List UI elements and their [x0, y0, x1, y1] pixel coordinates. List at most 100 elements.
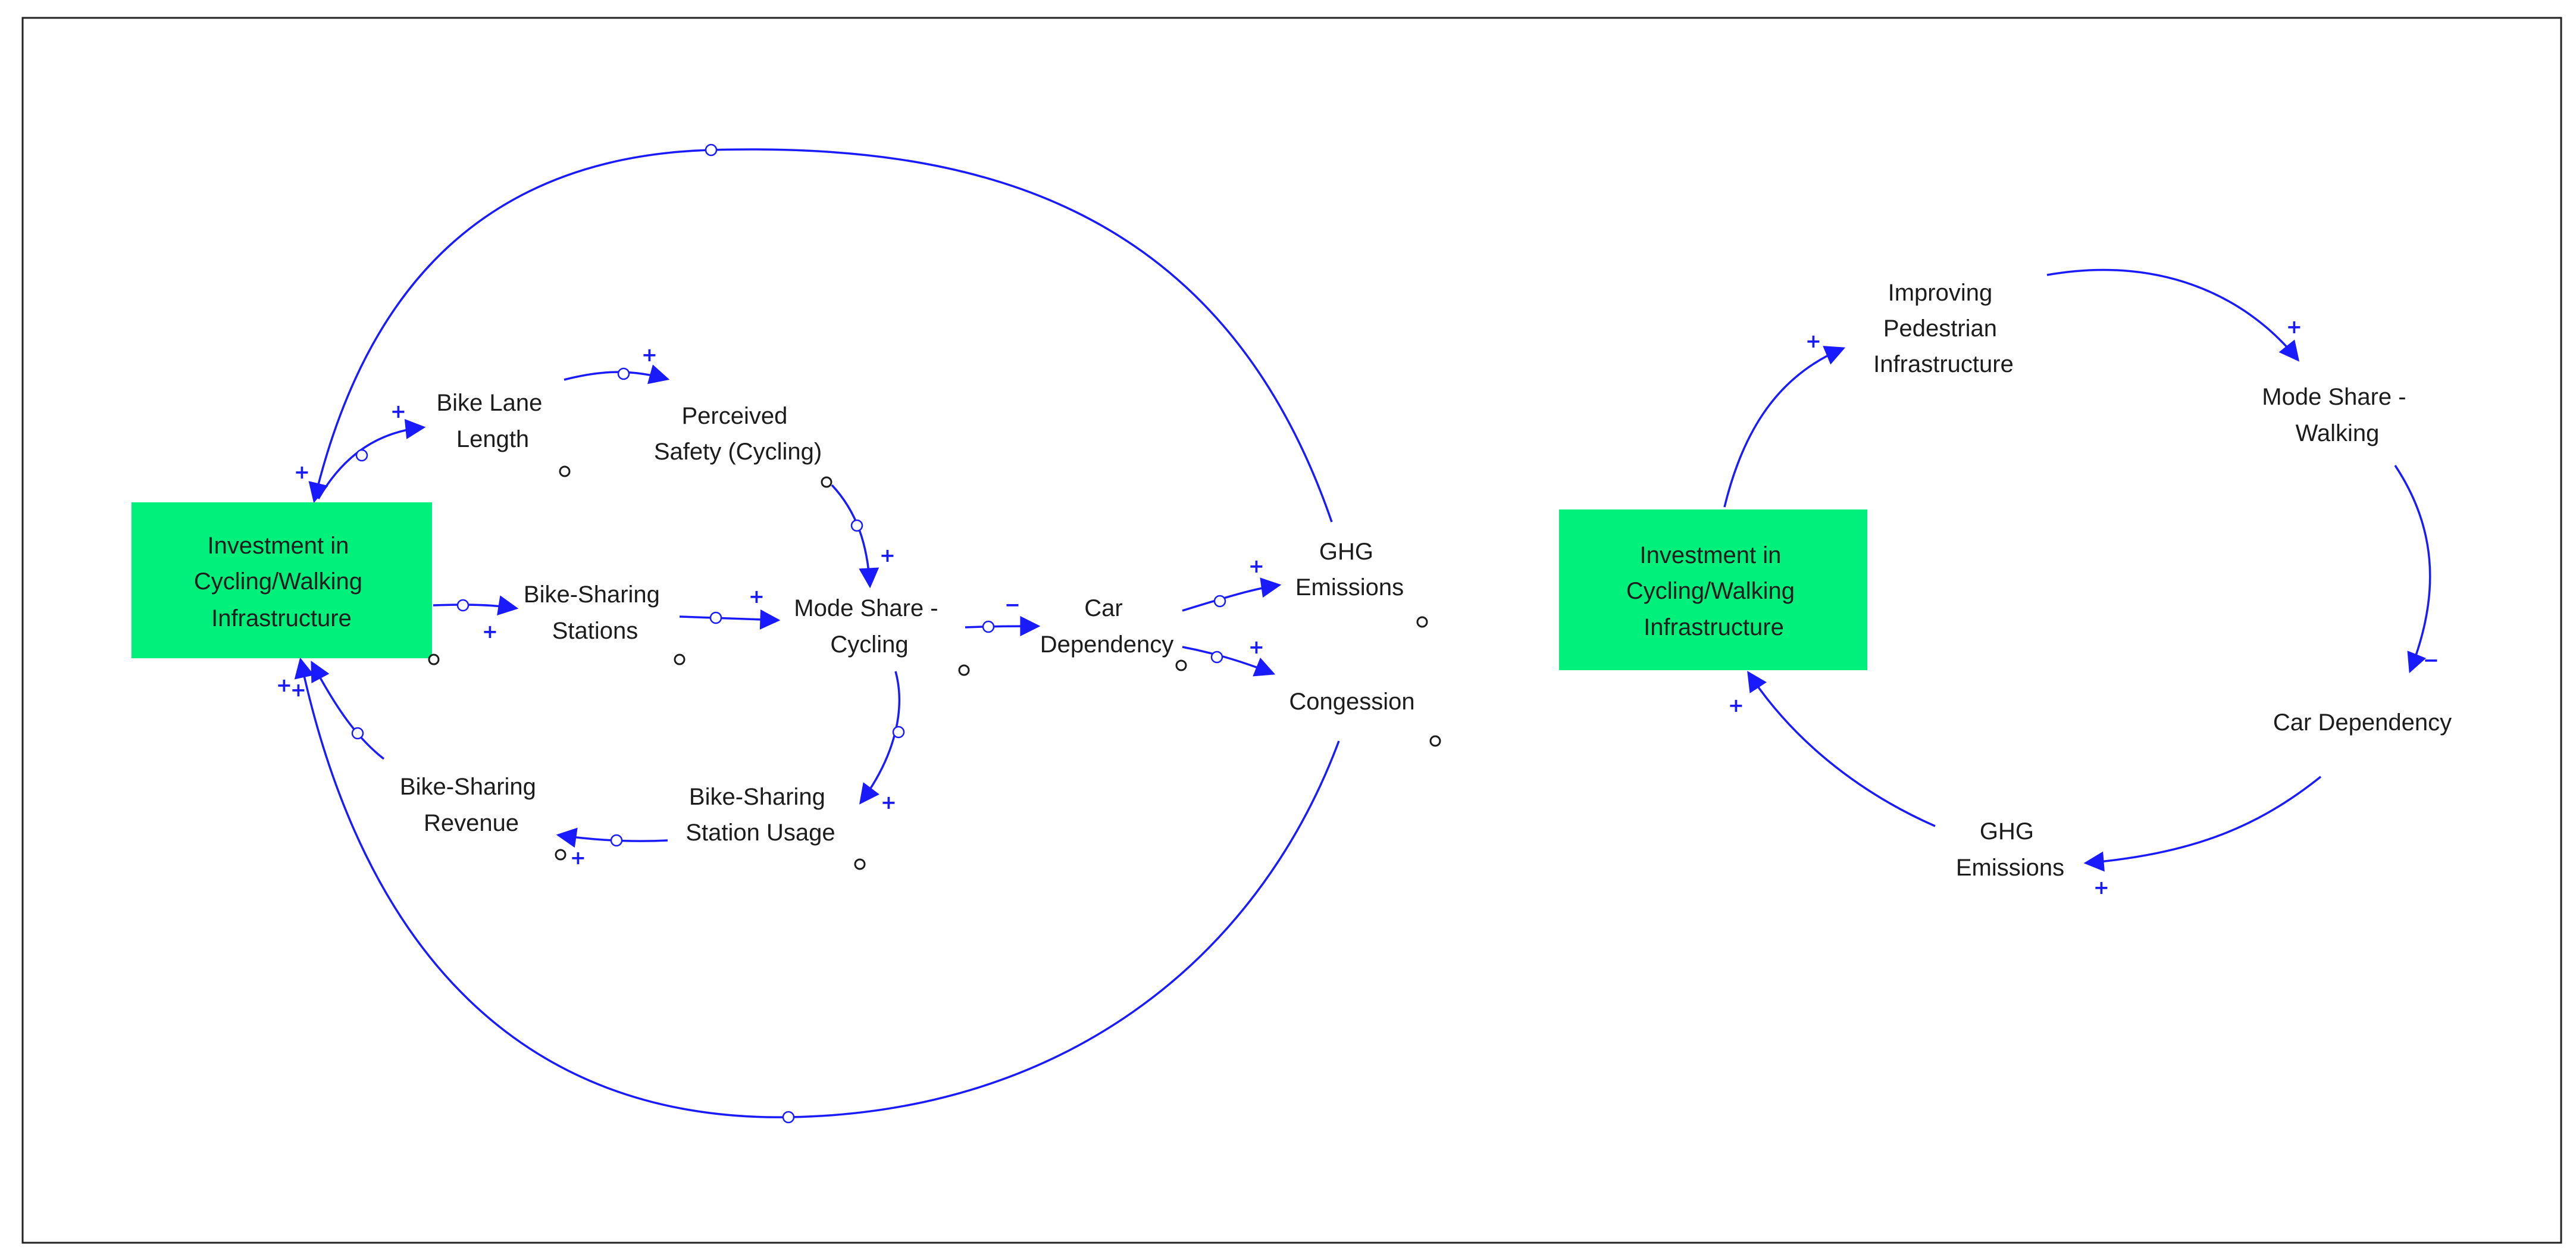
right-stock-line-3: Infrastructure	[1644, 614, 1784, 640]
sign-to-right-car-dependency: −	[2423, 649, 2439, 671]
diagram-frame	[21, 17, 2562, 1244]
mode-share-cycling-handle[interactable]	[958, 664, 970, 676]
congestion-handle[interactable]	[1429, 735, 1441, 747]
sign-to-bike-lane: +	[390, 400, 406, 423]
svg-text:Investment in Cycling/Wa: Investment in Cycling/Walking Infrastruc…	[1626, 542, 1801, 640]
svg-text:Car Dependency[interactable]: Car Dependency	[2273, 709, 2452, 736]
bike-sharing-stations-line-2: Stations	[552, 618, 638, 644]
link-mode-share-to-usage-handle[interactable]	[892, 726, 905, 739]
sign-to-stock-left-2: +	[290, 679, 306, 701]
left-stock-line-2: Cycling/Walking	[194, 568, 362, 595]
left-stock-line-3: Infrastructure	[211, 605, 352, 631]
link-ghg-to-stock-handle[interactable]	[705, 143, 718, 157]
left-diagram: Investment in Cycling/Walking Infrastruc…	[132, 143, 1441, 1124]
svg-text:Congession[interactable]: Congession	[1289, 689, 1414, 715]
improving-line-1: Improving	[1888, 280, 1993, 306]
left-stock-box[interactable]	[132, 502, 432, 658]
right-ghg-line-1: GHG	[1980, 818, 2034, 845]
svg-text:Improving Pedestrian[interactable]: Improving Pedestrian Infrastructure	[1873, 280, 2014, 377]
svg-text:Perceived Safety (Cyclin[interactable]: Perceived Safety (Cycling)	[654, 403, 822, 465]
sign-to-revenue: +	[570, 846, 586, 869]
sign-to-ghg: +	[1248, 555, 1264, 577]
sign-to-perceived-safety: +	[641, 343, 658, 366]
congestion-label: Congession	[1289, 689, 1414, 715]
mode-share-cycling-line-1: Mode Share -	[794, 595, 938, 621]
ghg-emissions-line-1: GHG	[1319, 539, 1373, 565]
svg-text:Car Dependency[interactable]: Car Dependency	[1040, 595, 1174, 658]
bike-lane-length-line-2: Length	[456, 426, 529, 452]
link-stock-to-stations[interactable]	[433, 595, 519, 616]
link-mode-share-to-usage[interactable]	[859, 671, 900, 805]
link-mode-share-to-car[interactable]	[965, 616, 1041, 637]
link-revenue-to-stock[interactable]	[311, 660, 385, 760]
link-safety-to-mode-share-handle[interactable]	[850, 519, 863, 532]
mode-share-walking-line-1: Mode Share -	[2262, 384, 2406, 410]
sign-to-congestion: +	[1248, 636, 1264, 658]
link-revenue-to-stock-handle[interactable]	[351, 727, 364, 740]
bike-lane-length-line-1: Bike Lane	[436, 390, 542, 416]
link-stock-to-bike-lane[interactable]	[317, 419, 426, 499]
sign-to-right-ghg: +	[2093, 876, 2109, 899]
link-congestion-to-stock[interactable]	[294, 657, 1340, 1118]
improving-line-2: Pedestrian	[1883, 315, 1997, 342]
svg-text:Bike-Sharing Stations[interactable]: Bike-Sharing Stations	[524, 581, 666, 644]
sign-to-car-dependency: −	[1004, 593, 1021, 616]
link-car-to-ghg[interactable]	[1182, 577, 1282, 612]
link-car-to-congestion[interactable]	[1182, 646, 1276, 677]
link-stock-to-bike-lane-handle[interactable]	[355, 449, 368, 462]
bike-sharing-revenue-handle[interactable]	[555, 849, 566, 861]
sign-to-right-stock: +	[1728, 694, 1744, 717]
link-right-stock-to-improving[interactable]	[1723, 346, 1846, 508]
svg-text:Mode Share - Walking[interactable]: Mode Share - Walking	[2262, 384, 2412, 446]
link-walking-to-car-dependency[interactable]	[2394, 465, 2431, 674]
sign-to-mode-share-from-safety: +	[879, 544, 896, 567]
link-bike-lane-to-safety-handle[interactable]	[617, 367, 630, 380]
link-right-ghg-to-stock[interactable]	[1747, 671, 1936, 827]
ghg-emissions-handle[interactable]	[1416, 616, 1428, 628]
link-congestion-to-stock-handle[interactable]	[782, 1111, 795, 1124]
perceived-safety-handle[interactable]	[821, 476, 832, 488]
bike-lane-length-handle[interactable]	[559, 465, 571, 477]
svg-text:Mode Share - Cycling[interactable]: Mode Share - Cycling	[794, 595, 944, 658]
right-ghg-line-2: Emissions	[1956, 855, 2064, 881]
mode-share-cycling-line-2: Cycling	[830, 631, 908, 658]
sign-to-station-usage: +	[881, 791, 897, 814]
station-usage-line-2: Station Usage	[686, 820, 835, 846]
right-stock-line-2: Cycling/Walking	[1626, 578, 1795, 604]
svg-text:Bike Lane Length[interactable]: Bike Lane Length	[436, 390, 549, 452]
left-stock-line-1: Investment in	[207, 533, 349, 559]
link-mode-share-to-car-handle[interactable]	[982, 620, 995, 633]
link-right-car-to-ghg[interactable]	[2083, 776, 2322, 872]
bike-sharing-stations-handle[interactable]	[674, 654, 686, 665]
sign-to-mode-share-from-stations: +	[749, 585, 765, 608]
link-car-to-ghg-handle[interactable]	[1213, 595, 1226, 608]
link-bike-lane-to-safety[interactable]	[564, 364, 670, 384]
car-dependency-line-2: Dependency	[1040, 631, 1174, 658]
right-diagram: Investment in Cycling/Walking Infrastruc…	[1559, 268, 2452, 899]
right-stock-box[interactable]	[1559, 509, 1867, 670]
car-dependency-line-1: Car	[1084, 595, 1122, 621]
svg-text:Bike-Sharing Revenue[interactable]: Bike-Sharing Revenue	[400, 774, 543, 836]
link-stations-to-mode-share[interactable]	[679, 609, 781, 630]
link-car-to-congestion-handle[interactable]	[1210, 651, 1223, 664]
sign-to-bike-sharing-stations: +	[482, 620, 498, 643]
svg-text:GHG Emissions[interactable]: GHG Emissions	[1295, 539, 1404, 601]
link-stock-to-stations-handle[interactable]	[456, 599, 469, 612]
bike-sharing-stations-line-1: Bike-Sharing	[524, 581, 660, 608]
car-dependency-handle[interactable]	[1175, 659, 1187, 671]
link-safety-to-mode-share[interactable]	[831, 484, 879, 589]
svg-text:Bike-Sharing Station Usa[interactable]: Bike-Sharing Station Usage	[686, 784, 835, 846]
stock-side-handle[interactable]	[428, 654, 440, 665]
sign-to-mode-share-walking: +	[2286, 315, 2302, 338]
svg-text:GHG Emissions[interactable]: GHG Emissions	[1956, 818, 2064, 881]
link-ghg-to-stock[interactable]	[308, 148, 1333, 523]
link-stations-to-mode-share-handle[interactable]	[709, 611, 722, 624]
link-usage-to-revenue-handle[interactable]	[610, 834, 623, 847]
right-stock-line-1: Investment in	[1639, 542, 1781, 568]
perceived-safety-line-1: Perceived	[682, 403, 788, 429]
bike-sharing-revenue-line-1: Bike-Sharing	[400, 774, 536, 800]
link-improving-to-mode-share-walking[interactable]	[2046, 268, 2300, 362]
station-usage-handle[interactable]	[854, 858, 866, 870]
